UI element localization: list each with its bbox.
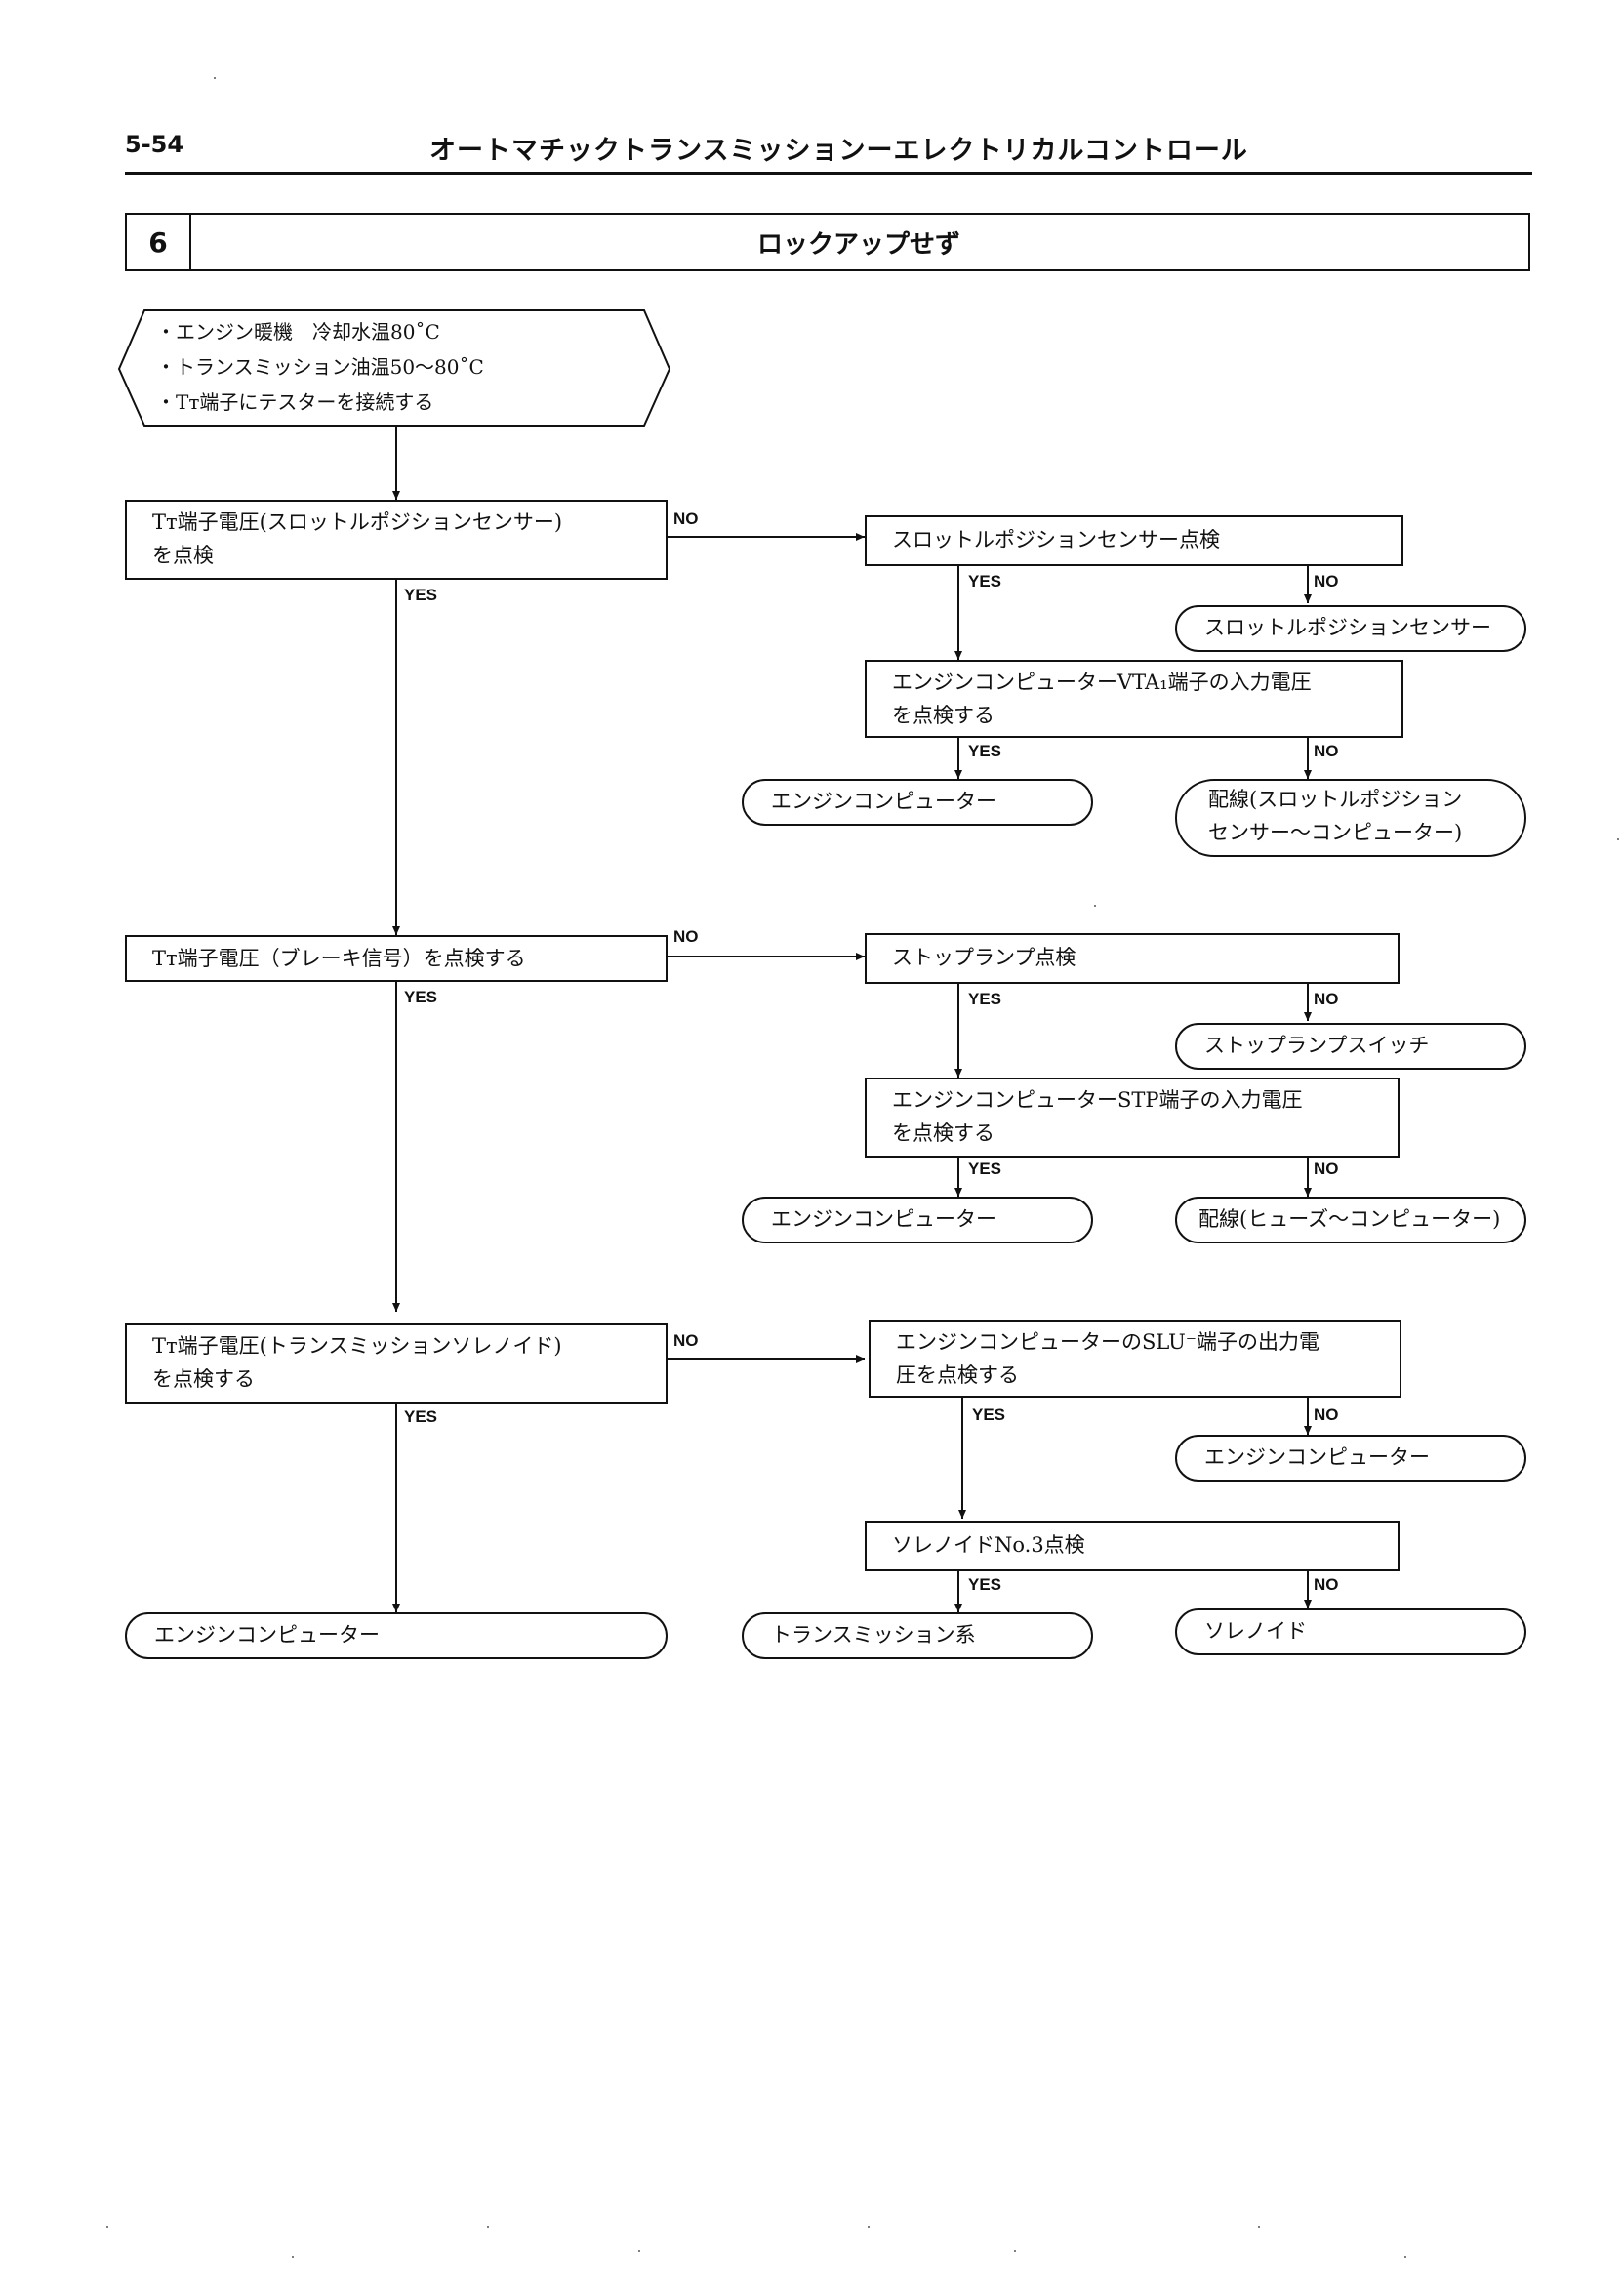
label-no: NO [1314,1160,1339,1178]
precondition-shape [117,309,671,427]
check-line: を点検する [892,704,995,727]
check-stop-lamp: ストップランプ点検 [865,933,1400,984]
check-throttle-voltage: Tᴛ端子電圧(スロットルポジションセンサー) を点検 [125,500,668,580]
check-stp-input: エンジンコンピューターSTP端子の入力電圧 を点検する [865,1078,1400,1158]
precondition-text: ・エンジン暖機 冷却水温80˚C ・トランスミッション油温50〜80˚C ・Tᴛ… [156,314,484,420]
label-yes: YES [968,572,1002,590]
result-stop-lamp-switch: ストップランプスイッチ [1175,1023,1526,1070]
result-engine-computer-main: エンジンコンピューター [125,1612,668,1659]
check-throttle-sensor: スロットルポジションセンサー点検 [865,515,1403,566]
label-no: NO [1314,742,1339,760]
label-yes: YES [968,1575,1002,1594]
section-title: ロックアップせず [756,229,960,260]
section-number: 6 [127,215,191,269]
label-no: NO [673,927,699,946]
page-title: オートマチックトランスミッションーエレクトリカルコントロール [429,136,1248,166]
check-brake-voltage: Tᴛ端子電圧（ブレーキ信号）を点検する [125,935,668,982]
label-yes: YES [968,1160,1002,1178]
check-slu-output: エンジンコンピューターのSLU⁻端子の出力電 圧を点検する [869,1320,1401,1398]
precondition-line: ・Tᴛ端子にテスターを接続する [156,390,434,414]
check-solenoid-voltage: Tᴛ端子電圧(トランスミッションソレノイド) を点検する [125,1323,668,1404]
check-line: エンジンコンピューターのSLU⁻端子の出力電 [896,1330,1320,1354]
label-yes: YES [404,988,438,1006]
check-line: エンジンコンピューターSTP端子の入力電圧 [892,1088,1303,1112]
result-solenoid: ソレノイド [1175,1608,1526,1655]
label-no: NO [1314,1405,1339,1424]
page-number: 5-54 [125,131,184,158]
precondition-line: ・エンジン暖機 冷却水温80˚C [156,320,440,344]
label-no: NO [673,1331,699,1350]
result-wiring-fuse: 配線(ヒューズ〜コンピューター) [1175,1197,1526,1243]
check-line: を点検 [152,544,214,567]
label-no: NO [1314,990,1339,1008]
result-throttle-sensor: スロットルポジションセンサー [1175,605,1526,652]
result-wiring-throttle: 配線(スロットルポジション センサー〜コンピューター) [1175,779,1526,857]
label-yes: YES [968,742,1002,760]
check-line: Tᴛ端子電圧(スロットルポジションセンサー) [152,510,563,534]
check-line: エンジンコンピューターVTA₁端子の入力電圧 [892,671,1312,694]
label-yes: YES [404,586,438,604]
result-line: センサー〜コンピューター) [1208,821,1463,844]
label-no: NO [673,509,699,528]
precondition-line: ・トランスミッション油温50〜80˚C [156,355,484,379]
label-no: NO [1314,572,1339,590]
section-header: 6 ロックアップせず [125,213,1530,271]
result-engine-computer-3: エンジンコンピューター [1175,1435,1526,1482]
label-yes: YES [972,1405,1006,1424]
check-line: を点検する [152,1367,255,1391]
check-line: Tᴛ端子電圧(トランスミッションソレノイド) [152,1334,562,1358]
result-transmission-system: トランスミッション系 [742,1612,1093,1659]
label-yes: YES [404,1407,438,1426]
label-no: NO [1314,1575,1339,1594]
result-engine-computer-2: エンジンコンピューター [742,1197,1093,1243]
check-line: 圧を点検する [896,1364,1019,1387]
label-yes: YES [968,990,1002,1008]
header-rule [125,172,1532,175]
result-line: 配線(スロットルポジション [1208,788,1463,811]
check-line: を点検する [892,1121,995,1145]
check-vta-input: エンジンコンピューターVTA₁端子の入力電圧 を点検する [865,660,1403,738]
check-solenoid-3: ソレノイドNo.3点検 [865,1521,1400,1571]
result-engine-computer-1: エンジンコンピューター [742,779,1093,826]
